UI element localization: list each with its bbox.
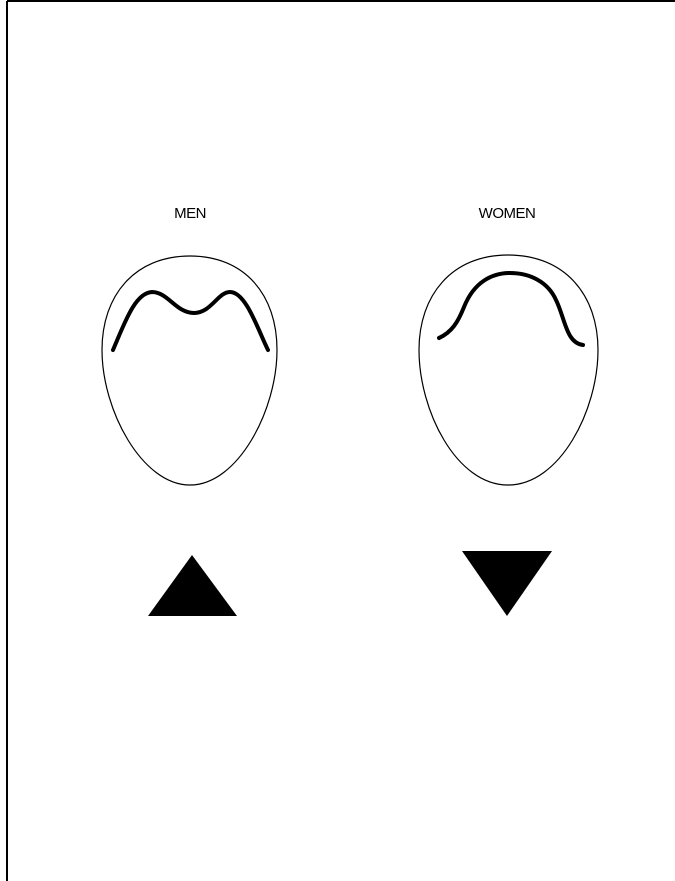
- men-label: MEN: [174, 205, 206, 222]
- women-label: WOMEN: [479, 205, 536, 222]
- women-rounded-hairline: [439, 273, 583, 345]
- men-head-outline: [102, 256, 277, 485]
- men-m-shaped-hairline: [113, 292, 268, 350]
- women-figure: WOMEN: [419, 205, 598, 616]
- men-figure: MEN: [102, 205, 277, 616]
- men-up-arrow-icon: [148, 555, 237, 616]
- women-down-arrow-icon: [462, 551, 552, 616]
- women-head-outline: [419, 255, 598, 485]
